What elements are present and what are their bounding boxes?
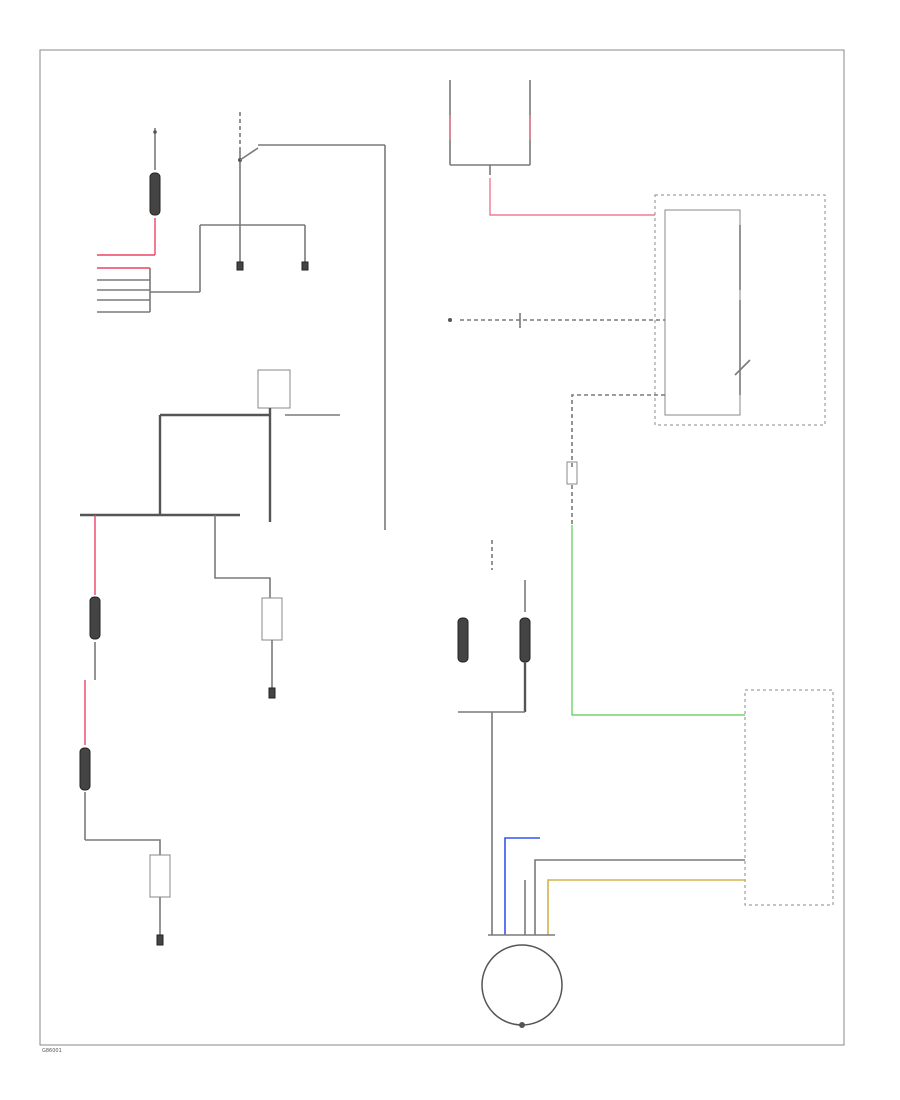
sensor-circuit <box>448 313 665 328</box>
fuse-icon <box>457 617 469 663</box>
fuse-icon <box>89 596 101 640</box>
left-battery-circuit <box>79 369 340 946</box>
top-left-circuit <box>97 112 386 530</box>
frame-code: G86001 <box>42 1048 62 1054</box>
generator <box>481 837 745 1028</box>
fuse-icon <box>149 172 161 216</box>
fuse-icon <box>519 617 531 663</box>
instrument-panel-cluster <box>654 194 826 426</box>
top-center-circuit <box>449 80 655 216</box>
charge-indicator-circuit <box>566 394 834 906</box>
diagram-frame <box>39 49 845 1046</box>
generator-fuse-circuit <box>457 540 531 935</box>
fuse-icon <box>79 747 91 791</box>
generator-icon <box>481 944 563 1026</box>
